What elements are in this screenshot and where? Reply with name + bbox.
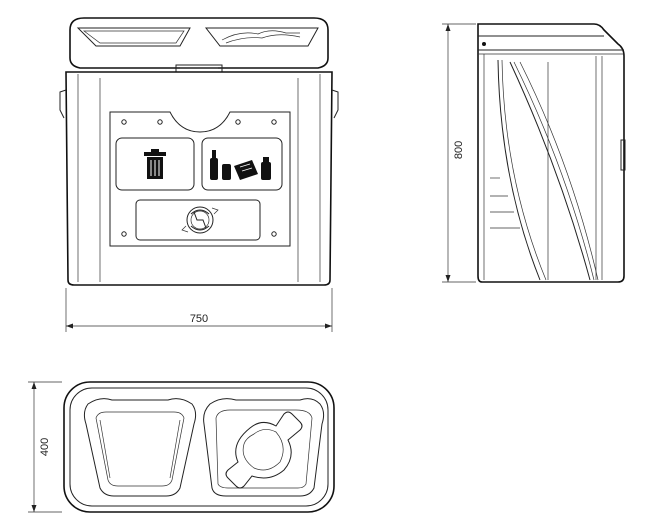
can-icon bbox=[222, 164, 231, 180]
jar-icon bbox=[261, 157, 271, 180]
top-bottle-slot bbox=[225, 411, 303, 489]
front-lid bbox=[69, 17, 329, 69]
width-dimension: 750 bbox=[65, 288, 333, 332]
panel-screws bbox=[121, 119, 277, 237]
side-curve-outer bbox=[497, 59, 541, 281]
side-body bbox=[477, 23, 625, 283]
depth-label: 400 bbox=[39, 438, 51, 456]
waste-label bbox=[115, 137, 195, 191]
width-label: 750 bbox=[190, 313, 208, 325]
front-body bbox=[65, 71, 333, 286]
front-hinge-right bbox=[331, 89, 339, 119]
front-lid-opening-right bbox=[204, 27, 319, 47]
top-view bbox=[63, 381, 335, 513]
top-opening-left bbox=[83, 398, 197, 497]
height-label: 800 bbox=[453, 141, 465, 159]
recyclables-label bbox=[201, 137, 283, 191]
trash-bin-icon bbox=[144, 149, 166, 179]
depth-dimension: 400 bbox=[28, 381, 62, 513]
top-outline bbox=[63, 381, 335, 513]
front-hinge-left bbox=[59, 89, 67, 119]
recycle-label bbox=[135, 199, 261, 241]
front-lid-opening-left bbox=[76, 27, 191, 47]
front-view bbox=[59, 17, 339, 286]
height-dimension: 800 bbox=[442, 23, 476, 283]
newspaper-icon bbox=[234, 160, 258, 180]
side-curve-inner bbox=[509, 61, 591, 281]
recycle-icon bbox=[181, 206, 219, 234]
side-view bbox=[477, 23, 626, 283]
bottle-icon bbox=[210, 150, 218, 180]
front-panel bbox=[109, 111, 291, 247]
top-opening-right bbox=[203, 398, 325, 497]
